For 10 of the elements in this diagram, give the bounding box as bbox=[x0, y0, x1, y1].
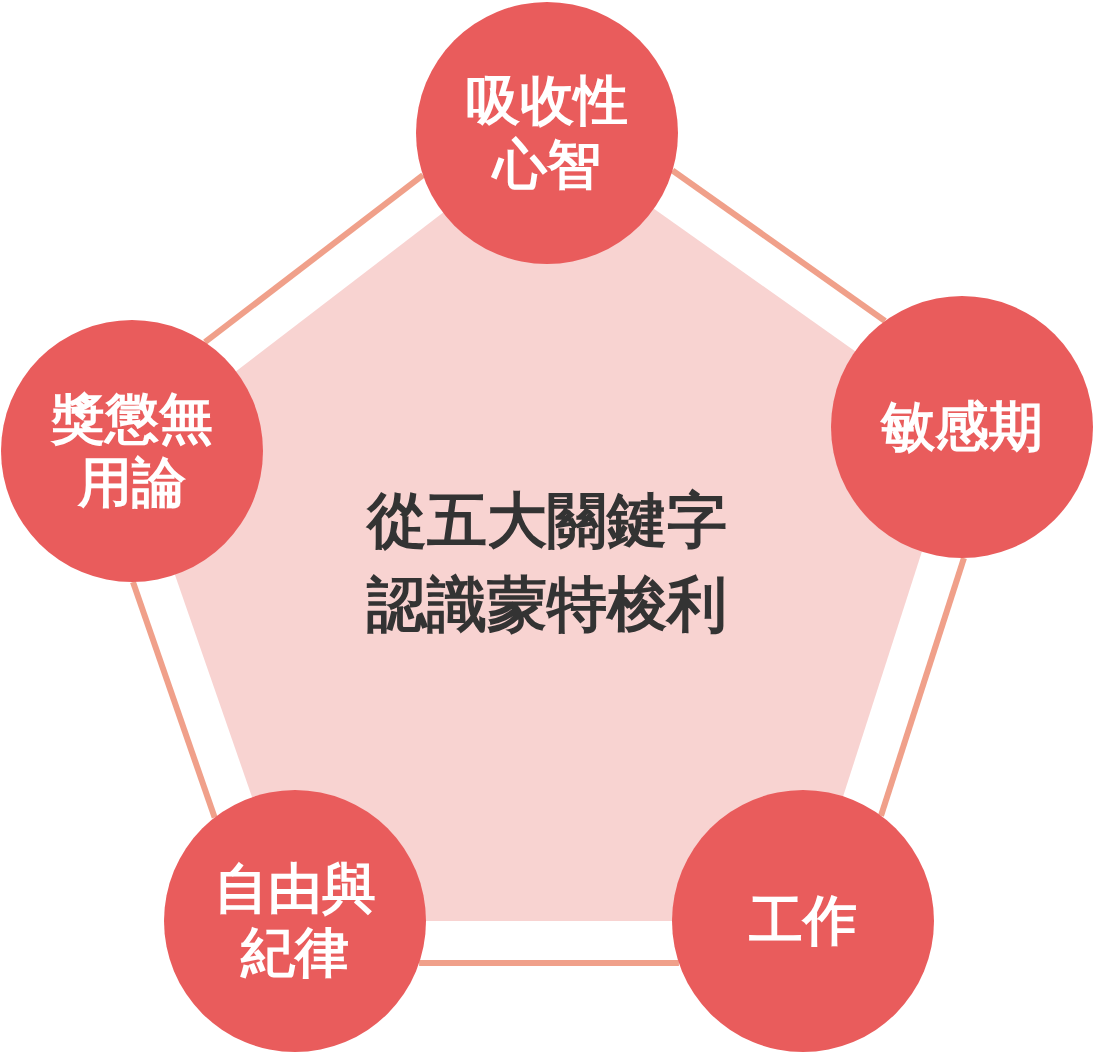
topic-label: 獎懲無用論 bbox=[49, 387, 214, 515]
connector-line bbox=[203, 172, 425, 345]
topic-label: 自由與紀律 bbox=[213, 857, 377, 985]
topic-label: 吸收性心智 bbox=[465, 69, 629, 197]
connector-line bbox=[419, 960, 679, 966]
topic-label: 工作 bbox=[748, 889, 858, 953]
topic-label: 敏感期 bbox=[879, 395, 1044, 459]
connector-line bbox=[878, 557, 967, 817]
title-text: 從五大關鍵字認識蒙特梭利 bbox=[365, 484, 728, 641]
connector-line bbox=[670, 168, 887, 324]
